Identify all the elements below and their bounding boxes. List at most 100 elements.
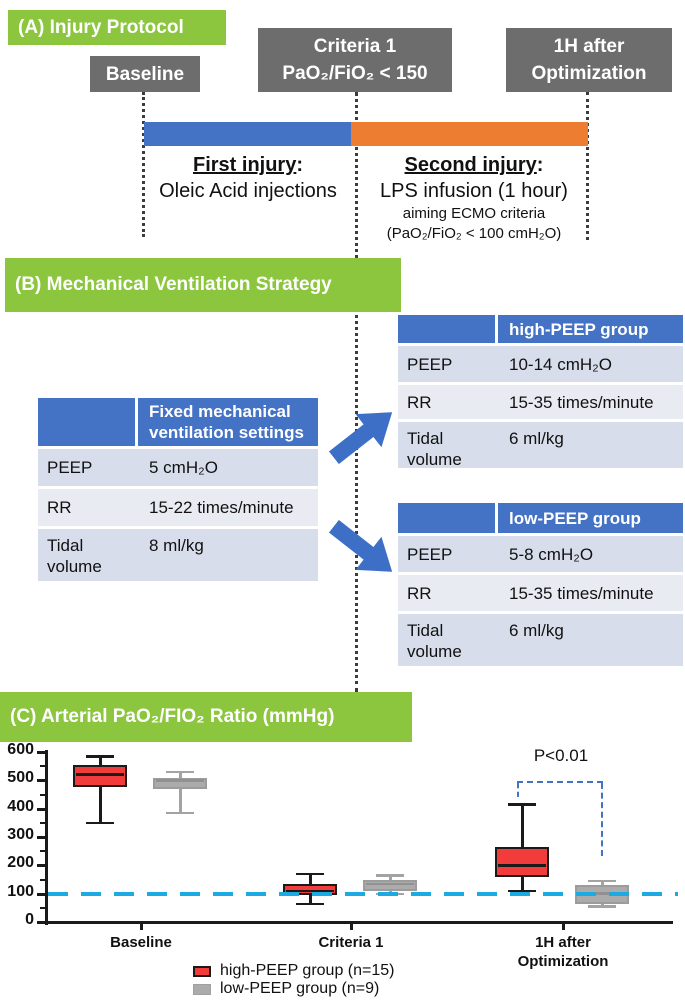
second-injury-heading: Second injury:	[360, 152, 588, 178]
row-label: RR	[407, 583, 432, 603]
first-injury-heading-text: First injury	[192, 154, 297, 176]
row-label: RR	[47, 498, 72, 517]
whisker-cap	[86, 821, 114, 825]
median-line	[156, 779, 204, 782]
median-line	[498, 864, 546, 867]
chart-legend: high-PEEP group (n=15) low-PEEP group (n…	[193, 962, 394, 998]
row-value: 15-35 times/minute	[509, 583, 654, 603]
table-row: RR 15-22 times/minute	[38, 489, 318, 526]
table-row: RR 15-35 times/minute	[398, 385, 683, 419]
second-injury-heading-text: Second injury	[404, 154, 537, 176]
y-minor-tick	[40, 906, 45, 909]
arrow-up-right-icon	[328, 412, 393, 465]
whisker-cap	[588, 879, 616, 883]
table-row: Tidal volume 8 ml/kg	[38, 529, 318, 581]
second-injury-colon: :	[536, 154, 544, 176]
whisker-line	[179, 771, 182, 813]
row-value: 10-14 cmH₂O	[509, 354, 612, 374]
reference-line-100	[48, 891, 678, 896]
row-label: Tidal volume	[407, 621, 462, 661]
y-minor-tick	[40, 821, 45, 824]
median-line	[286, 889, 334, 893]
y-tick-label: 300	[7, 826, 34, 843]
row-value: 5 cmH₂O	[149, 458, 218, 477]
box	[495, 846, 549, 877]
first-injury-colon: :	[296, 154, 304, 176]
y-tick-label: 0	[25, 911, 34, 928]
first-injury-detail: Oleic Acid injections	[159, 180, 337, 202]
y-minor-tick	[40, 793, 45, 796]
panel-b-title: (B) Mechanical Ventilation Strategy	[5, 258, 401, 312]
y-tick-label: 600	[7, 741, 34, 758]
y-tick	[37, 751, 45, 754]
x-category-label: 1H after Optimization	[517, 934, 609, 970]
table-row: PEEP 5 cmH₂O	[38, 449, 318, 486]
y-tick-label: 100	[7, 882, 34, 900]
significance-bracket-left-leg	[517, 783, 519, 797]
arrow-down-right-icon	[328, 519, 393, 572]
table-header-empty-cell	[398, 503, 498, 533]
legend-label: high-PEEP group (n=15)	[220, 962, 395, 979]
second-injury-note1: aiming ECMO criteria	[402, 205, 546, 222]
x-category-label: Criteria 1	[318, 934, 384, 951]
table-header-label: high-PEEP group	[509, 319, 649, 339]
low-peep-swatch-icon	[193, 983, 211, 995]
significance-bracket-top	[517, 781, 603, 783]
row-label: Tidal volume	[407, 429, 462, 469]
whisker-cap	[296, 872, 324, 876]
row-label: PEEP	[407, 354, 453, 374]
whisker-cap	[166, 770, 194, 774]
timeline-label-criteria1: Criteria 1 PaO₂/FiO₂ < 150	[258, 28, 452, 92]
y-tick-label: 500	[7, 769, 34, 787]
y-minor-tick	[40, 850, 45, 853]
first-injury-text: First injury: Oleic Acid injections	[142, 152, 354, 204]
first-injury-timeline-bar	[144, 122, 351, 146]
table-header-label: low-PEEP group	[509, 508, 641, 528]
x-tick	[562, 924, 565, 930]
legend-item-low-peep: low-PEEP group (n=9)	[193, 980, 394, 998]
timeline-divider-baseline	[142, 92, 145, 237]
y-tick-label: 400	[7, 797, 34, 815]
y-minor-tick	[40, 765, 45, 768]
row-value: 5-8 cmH₂O	[509, 544, 594, 564]
timeline-label-baseline: Baseline	[90, 56, 200, 92]
whisker-cap	[508, 803, 536, 806]
y-tick	[37, 892, 45, 896]
box	[73, 764, 127, 788]
high-peep-table: high-PEEP group PEEP 10-14 cmH₂O RR 15-3…	[398, 315, 683, 471]
table-row: PEEP 5-8 cmH₂O	[398, 536, 683, 572]
table-header-empty-cell	[38, 398, 138, 446]
row-value: 15-22 times/minute	[149, 498, 294, 517]
y-minor-tick	[40, 878, 45, 881]
low-peep-table: low-PEEP group PEEP 5-8 cmH₂O RR 15-35 t…	[398, 503, 683, 669]
whisker-cap	[86, 755, 114, 758]
table-header-row: low-PEEP group	[398, 503, 683, 533]
legend-label: low-PEEP group (n=9)	[220, 980, 380, 997]
table-header-row: high-PEEP group	[398, 315, 683, 343]
table-row: PEEP 10-14 cmH₂O	[398, 346, 683, 382]
table-header-label: Fixed mechanical ventilation settings	[149, 402, 304, 442]
box	[153, 777, 207, 789]
row-value: 15-35 times/minute	[509, 392, 654, 412]
whisker-line	[99, 756, 102, 823]
second-injury-note2: (PaO₂/FiO₂ < 100 cmH₂O)	[386, 225, 562, 242]
y-tick	[37, 921, 45, 924]
y-tick	[37, 864, 45, 868]
table-header-row: Fixed mechanical ventilation settings	[38, 398, 318, 446]
timeline-divider-criteria1	[355, 92, 358, 692]
second-injury-timeline-bar	[351, 122, 588, 146]
timeline-label-1h-after-optimization: 1H after Optimization	[506, 28, 672, 92]
whisker-cap	[588, 905, 616, 908]
median-line	[366, 882, 414, 885]
y-tick-label: 200	[7, 854, 34, 872]
x-tick	[350, 924, 353, 930]
y-tick	[37, 836, 45, 839]
whisker-cap	[508, 889, 536, 893]
first-injury-heading: First injury:	[142, 152, 354, 178]
row-label: PEEP	[47, 458, 93, 477]
y-axis-line	[45, 750, 48, 925]
y-tick	[37, 779, 45, 783]
panel-a-title: (A) Injury Protocol	[8, 10, 226, 45]
